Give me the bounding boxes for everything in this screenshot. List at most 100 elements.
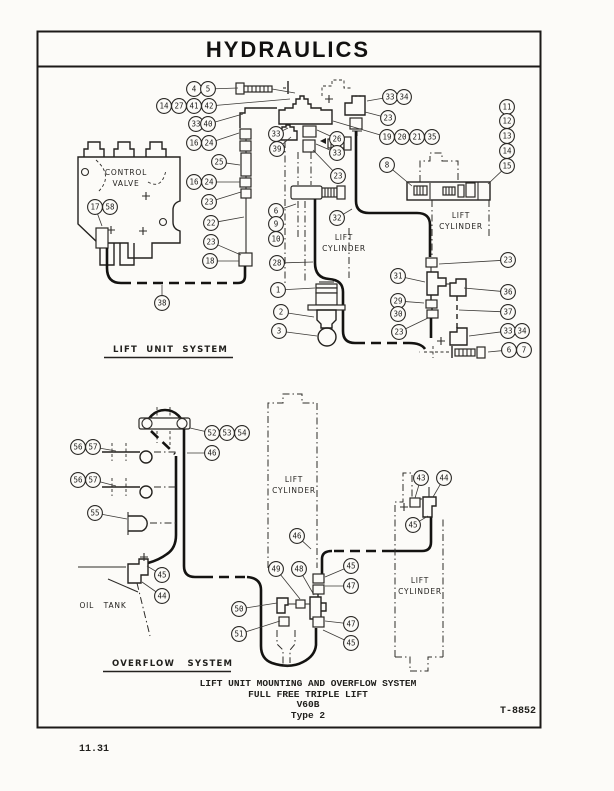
callout-39 (269, 141, 285, 157)
callout-leader-39 (282, 136, 292, 145)
callout-57 (85, 439, 101, 455)
callout-number-23: 23 (503, 256, 512, 265)
callout-3 (271, 323, 287, 339)
cylinder-gland-drawing (290, 185, 323, 200)
callout-leader-50 (246, 602, 278, 609)
callout-leader-1 (285, 287, 316, 291)
callout-23 (391, 324, 407, 340)
callout-28 (269, 255, 285, 271)
callout-47 (343, 616, 359, 632)
callout-number-44: 44 (157, 592, 167, 601)
callout-number-49: 49 (271, 565, 280, 574)
callout-54 (234, 425, 250, 441)
callout-number-57: 57 (88, 443, 97, 452)
callout-23 (330, 168, 346, 184)
callout-leader-17 (97, 213, 103, 227)
callout-leader-49 (280, 574, 301, 600)
component-label-lift-cylinder-lower-center: LIFT (285, 475, 303, 484)
callout-number-46: 46 (292, 532, 302, 541)
component-label-oil-tank: OIL TANK (79, 601, 126, 610)
callout-36 (500, 284, 516, 300)
callout-number-34: 34 (517, 327, 527, 336)
callout-49 (268, 561, 284, 577)
callout-number-12: 12 (502, 117, 511, 126)
component-label-control-valve: CONTROL (105, 168, 147, 177)
callout-leader-33 (366, 97, 383, 102)
component-label-lift-cylinder-lower-right: CYLINDER (398, 587, 442, 596)
callout-number-1: 1 (276, 286, 281, 295)
callout-32 (329, 210, 345, 226)
callout-45 (343, 635, 359, 651)
callout-number-58: 58 (105, 203, 115, 212)
callout-44 (154, 588, 170, 604)
callout-number-17: 17 (90, 203, 99, 212)
callout-number-9: 9 (274, 220, 279, 229)
callout-leader-51 (245, 620, 281, 633)
callout-number-25: 25 (214, 158, 223, 167)
callout-number-28: 28 (272, 259, 282, 268)
callout-43 (413, 470, 429, 486)
callout-number-23: 23 (394, 328, 403, 337)
callout-48 (291, 561, 307, 577)
component-label-control-valve: VALVE (112, 179, 139, 188)
component-label-lift-cylinder-upper-center: LIFT (335, 233, 353, 242)
callout-number-56: 56 (73, 476, 83, 485)
callout-leader-45 (146, 565, 156, 572)
callout-leader-6 (282, 203, 297, 209)
callout-leader-25 (226, 162, 241, 166)
callout-leader-31 (405, 277, 426, 283)
callout-number-10: 10 (271, 235, 281, 244)
elbow-fitting (344, 95, 366, 116)
callout-23 (500, 252, 516, 268)
callout-leader-45 (324, 568, 345, 578)
callout-leader-3 (286, 331, 318, 337)
callout-number-26: 26 (332, 135, 342, 144)
caption-line-3: V60B (297, 699, 320, 710)
callout-23 (203, 234, 219, 250)
callout-number-23: 23 (204, 198, 213, 207)
callout-10 (268, 231, 284, 247)
callout-24 (201, 174, 217, 190)
callout-number-45: 45 (346, 639, 355, 648)
callout-number-44: 44 (439, 474, 449, 483)
callout-number-36: 36 (503, 288, 513, 297)
callout-57 (85, 472, 101, 488)
overflow-system-drawing (78, 393, 444, 673)
page-frame (36, 30, 542, 729)
callout-number-51: 51 (234, 630, 243, 639)
component-labels: CONTROLVALVELIFTCYLINDERLIFTCYLINDERLIFT… (79, 168, 482, 610)
callout-number-33: 33 (191, 120, 200, 129)
callout-leader-43 (414, 484, 420, 499)
callout-leader-45 (322, 629, 345, 641)
callout-number-41: 41 (189, 102, 198, 111)
callout-number-32: 32 (332, 214, 341, 223)
callout-number-39: 39 (272, 145, 281, 154)
callout-number-45: 45 (157, 571, 166, 580)
callout-number-40: 40 (203, 120, 213, 129)
callout-number-4: 4 (192, 85, 197, 94)
valve-body-drawing (278, 95, 333, 125)
callout-leader-6 (487, 350, 502, 353)
callout-31 (390, 268, 406, 284)
page-title: HYDRAULICS (206, 37, 370, 62)
callout-leader-33 (315, 143, 331, 151)
callout-number-50: 50 (234, 605, 244, 614)
callout-1 (270, 282, 286, 298)
callout-46 (289, 528, 305, 544)
callout-leader-23 (364, 111, 381, 117)
callout-number-42: 42 (204, 102, 213, 111)
callout-leader-33 (468, 331, 501, 337)
callout-number-6: 6 (274, 207, 279, 216)
callout-number-33: 33 (503, 327, 512, 336)
callout-leader-23 (217, 244, 242, 256)
callout-number-33: 33 (271, 130, 280, 139)
callout-leader-48 (302, 575, 315, 596)
callout-38 (154, 295, 170, 311)
callout-15 (499, 158, 515, 174)
callout-number-45: 45 (408, 521, 417, 530)
callout-45 (343, 558, 359, 574)
callout-34 (396, 89, 412, 105)
callout-leaders (97, 87, 502, 641)
callout-number-14: 14 (159, 102, 169, 111)
